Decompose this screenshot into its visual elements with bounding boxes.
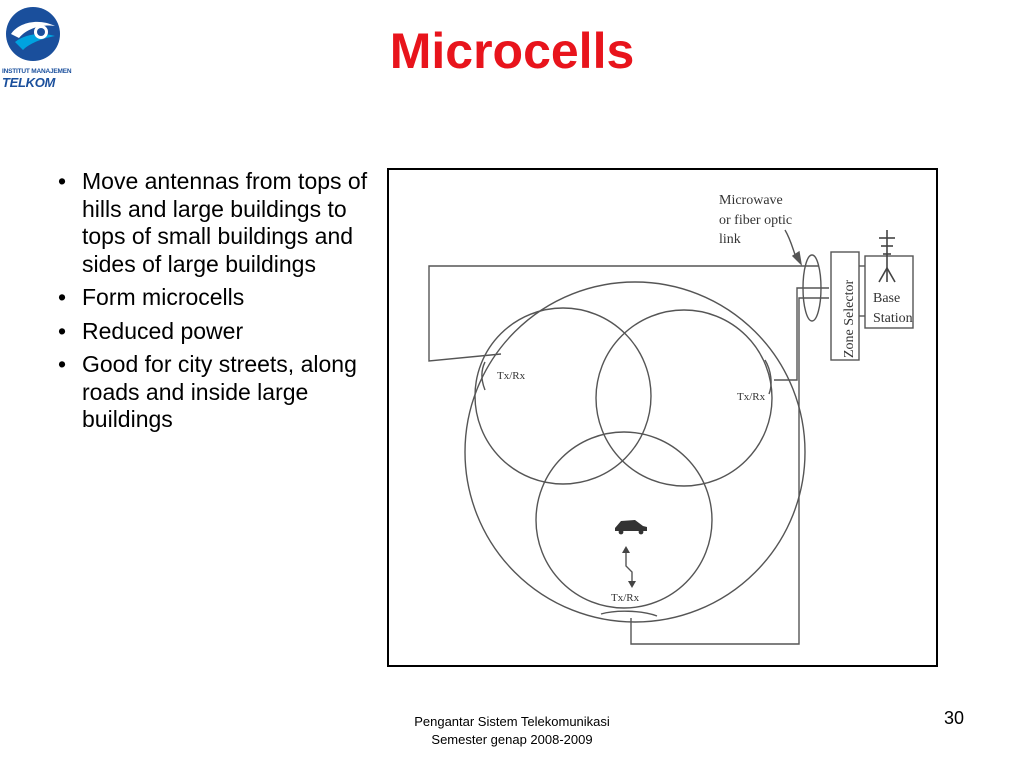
txrx-label-bottom: Tx/Rx <box>611 592 640 604</box>
svg-text:Microwave or fiber optic: Microwave or fiber optic link <box>719 193 796 247</box>
bullet-item: • Reduced power <box>56 318 374 346</box>
bullet-text: Reduced power <box>82 317 244 344</box>
signal-zigzag <box>625 552 633 582</box>
feed-line-left <box>428 265 819 362</box>
zone-selector-box <box>830 251 860 361</box>
footer-course-name: Pengantar Sistem Telekomunikasi <box>414 714 610 729</box>
svg-text:Base Station: Base Station <box>873 291 913 326</box>
txrx-label-right: Tx/Rx <box>737 391 766 403</box>
microcell-diagram-svg: Microwave or fiber optic link Zone Selec… <box>428 193 914 645</box>
link-label-line1: Microwave <box>719 193 783 208</box>
antenna-mark-left <box>481 361 486 391</box>
bullet-text: Form microcells <box>82 284 245 310</box>
logo-institute-text: INSTITUT MANAJEMEN <box>2 68 72 75</box>
bullet-marker: • <box>58 317 67 344</box>
bullet-list: • Move antennas from tops of hills and l… <box>56 168 374 440</box>
antenna-mast-icon <box>878 230 896 283</box>
bullet-item: • Form microcells <box>56 284 374 312</box>
link-label-line3: link <box>719 232 741 247</box>
microcell-circle-bottom <box>535 431 713 609</box>
microcell-diagram: Microwave or fiber optic link Zone Selec… <box>387 168 938 667</box>
base-station-label-line2: Station <box>873 311 913 326</box>
base-station-box <box>864 255 914 329</box>
txrx-label-left: Tx/Rx <box>497 370 526 382</box>
footer-semester: Semester genap 2008-2009 <box>431 732 593 747</box>
base-station-label-line1: Base <box>873 291 900 306</box>
link-arrow-head <box>791 250 803 267</box>
bullet-item: • Move antennas from tops of hills and l… <box>56 168 374 278</box>
feed-line-bottom <box>630 297 829 645</box>
bullet-item: • Good for city streets, along roads and… <box>56 351 374 434</box>
macro-coverage-circle <box>464 281 806 623</box>
bullet-marker: • <box>58 284 67 310</box>
signal-arrows-icon <box>622 546 636 588</box>
link-label-line2: or fiber optic <box>719 213 792 228</box>
microcell-circle-left <box>474 307 652 485</box>
zone-selector-label: Zone Selector <box>842 280 857 358</box>
slide-footer: Pengantar Sistem Telekomunikasi Semester… <box>362 713 662 749</box>
antenna-mark-bottom <box>600 610 658 617</box>
telkom-logo-icon <box>6 7 60 61</box>
microcell-circle-right <box>595 309 773 487</box>
antenna-mark-right <box>764 359 772 395</box>
car-icon <box>615 520 647 535</box>
bullet-marker: • <box>58 168 67 194</box>
feed-line-right <box>774 287 829 381</box>
slide-title: Microcells <box>389 23 635 79</box>
logo-telkom-text: TELKOM <box>2 75 56 90</box>
page-number: 30 <box>943 708 964 728</box>
bullet-text: Good for city streets, along roads and i… <box>82 351 357 432</box>
bullet-text: Move antennas from tops of hills and lar… <box>82 168 368 277</box>
fiber-link-ellipse <box>802 254 822 322</box>
telkom-logo: INSTITUT MANAJEMEN TELKOM <box>2 4 72 90</box>
bullet-marker: • <box>58 351 67 377</box>
